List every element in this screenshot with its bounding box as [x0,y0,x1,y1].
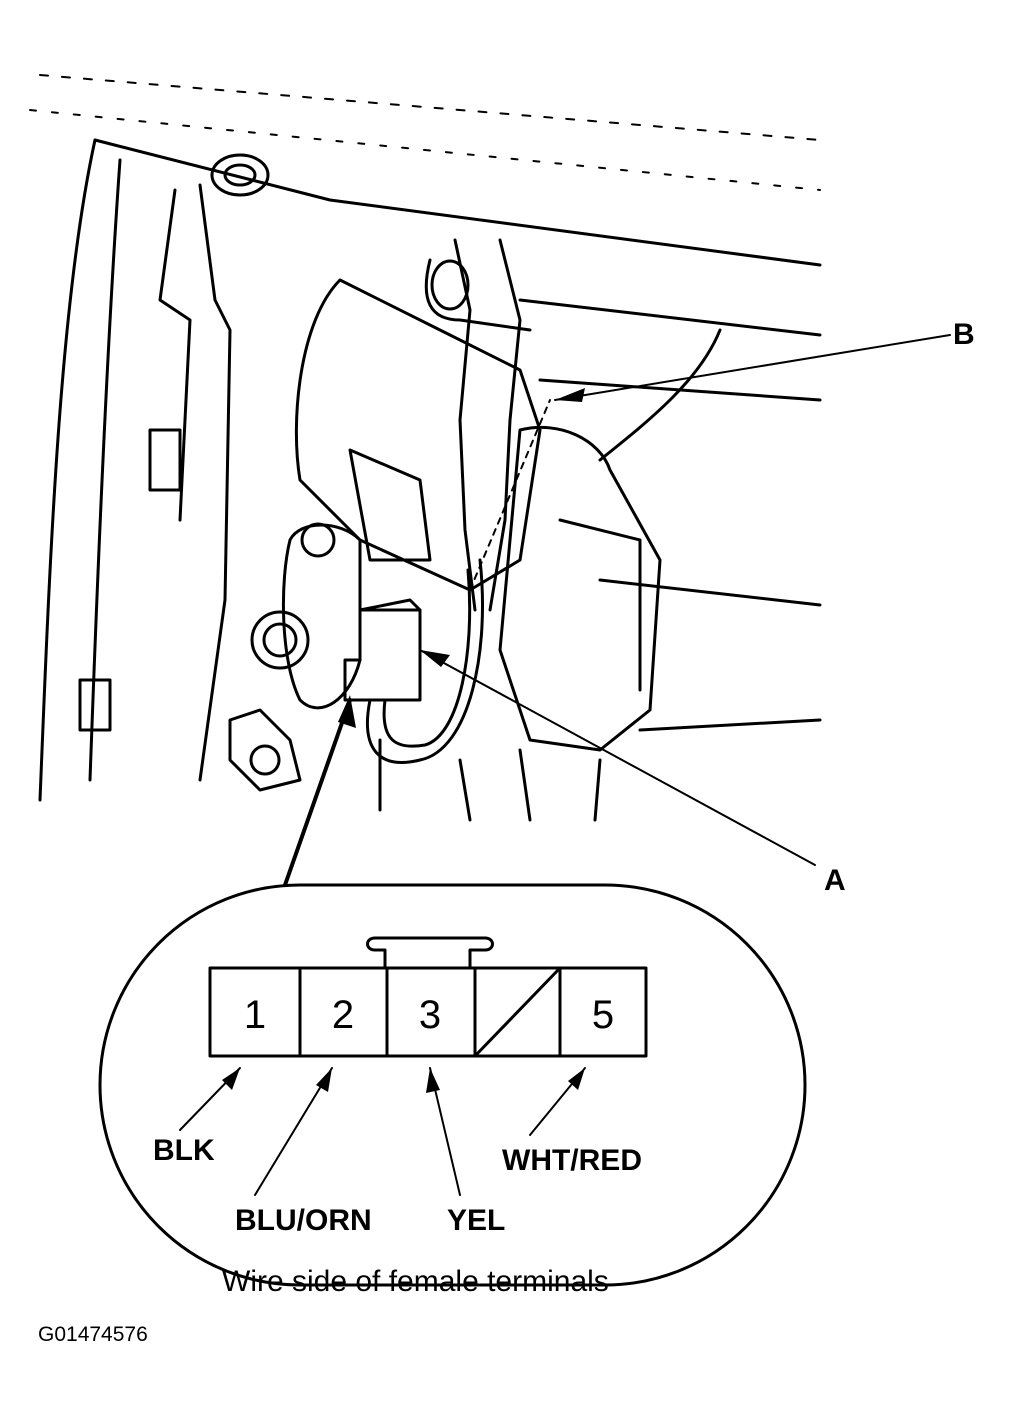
diagram-caption: Wire side of female terminals [222,1265,609,1298]
wire-label-blk: BLK [153,1134,215,1167]
pin-2-label: 2 [331,993,355,1037]
pin-5-label: 5 [591,993,615,1037]
pin-1-label: 1 [243,993,267,1037]
callout-b: B [953,318,975,351]
figure-id: G01474576 [38,1323,148,1346]
callout-a: A [824,864,846,897]
wire-label-wht-red: WHT/RED [502,1144,642,1177]
wire-label-blu-orn: BLU/ORN [235,1204,372,1237]
wire-label-yel: YEL [447,1204,506,1237]
pin-3-label: 3 [418,993,442,1037]
